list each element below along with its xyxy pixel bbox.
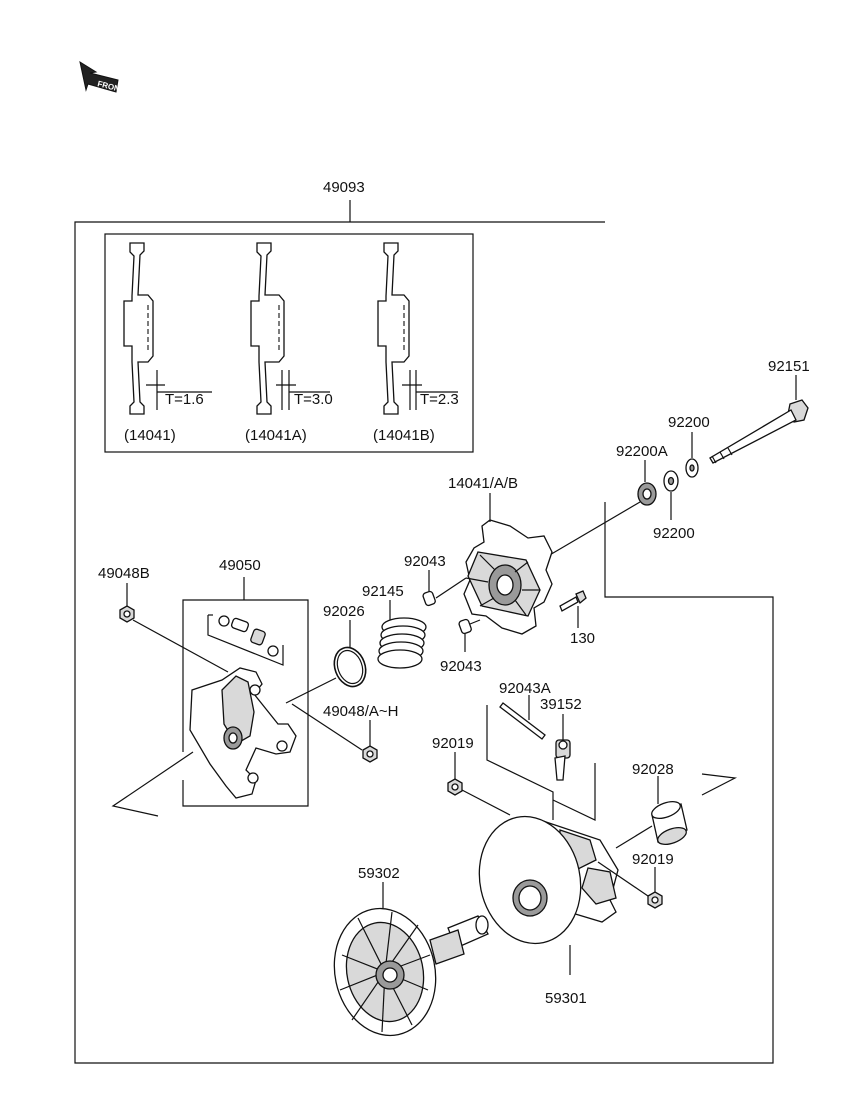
washer-92200-bottom (663, 470, 679, 492)
part-label-1: (14041) (124, 427, 176, 444)
callout-92043-lower: 92043 (440, 658, 482, 675)
callout-92028: 92028 (632, 761, 674, 778)
callout-92145: 92145 (362, 583, 404, 600)
callout-49048B: 49048B (98, 565, 150, 582)
callout-92151: 92151 (768, 358, 810, 375)
callout-92043-upper: 92043 (404, 553, 446, 570)
part-label-3: (14041B) (373, 427, 435, 444)
bushing-92028 (651, 801, 688, 845)
pin-92043-lower (458, 618, 472, 635)
callout-92043A: 92043A (499, 680, 551, 697)
nut-49048B (119, 605, 135, 623)
nut-49048AH (362, 745, 378, 763)
callout-49048AH: 49048/A~H (323, 703, 398, 720)
part-label-2: (14041A) (245, 427, 307, 444)
callout-92200-bottom: 92200 (653, 525, 695, 542)
thickness-label-2: T=3.0 (294, 391, 333, 408)
roller-39152 (554, 739, 571, 781)
fixed-sheave-59302 (333, 907, 489, 1037)
pin-92043-upper (422, 590, 436, 607)
nut-92019-left (447, 778, 463, 796)
weights-49050 (182, 577, 309, 807)
movable-sheave-59301 (478, 815, 619, 945)
spring-92145 (377, 617, 427, 669)
callout-92019-right: 92019 (632, 851, 674, 868)
ring-92026 (333, 646, 367, 688)
callout-39152: 39152 (540, 696, 582, 713)
bearing-92200A (637, 482, 657, 506)
spider-variant-2 (250, 242, 330, 415)
pin-92043A (499, 702, 546, 740)
callout-59302: 59302 (358, 865, 400, 882)
thickness-label-1: T=1.6 (165, 391, 204, 408)
bolt-92151 (709, 399, 809, 464)
callout-92019-left: 92019 (432, 735, 474, 752)
callout-59301: 59301 (545, 990, 587, 1007)
callout-130: 130 (570, 630, 595, 647)
spider-variants-inset: T=1.6 (14041) T=3.0 (14041A) T=2.3 (1404… (104, 233, 474, 453)
spider-14041 (463, 519, 553, 635)
front-arrow-label: FRONT (97, 79, 126, 94)
callout-92200-top: 92200 (668, 414, 710, 431)
callout-49093: 49093 (323, 179, 365, 196)
assembly-outline (74, 200, 774, 1064)
front-arrow-icon: FRONT (79, 60, 126, 95)
callout-49050: 49050 (219, 557, 261, 574)
nut-92019-right (647, 891, 663, 909)
callout-14041AB: 14041/A/B (448, 475, 518, 492)
washer-92200-top (685, 458, 699, 478)
callout-92200A: 92200A (616, 443, 668, 460)
spider-variant-3 (377, 242, 458, 415)
callout-92026: 92026 (323, 603, 365, 620)
spider-variant-1 (123, 242, 212, 415)
screw-130 (559, 590, 587, 612)
thickness-label-3: T=2.3 (420, 391, 459, 408)
